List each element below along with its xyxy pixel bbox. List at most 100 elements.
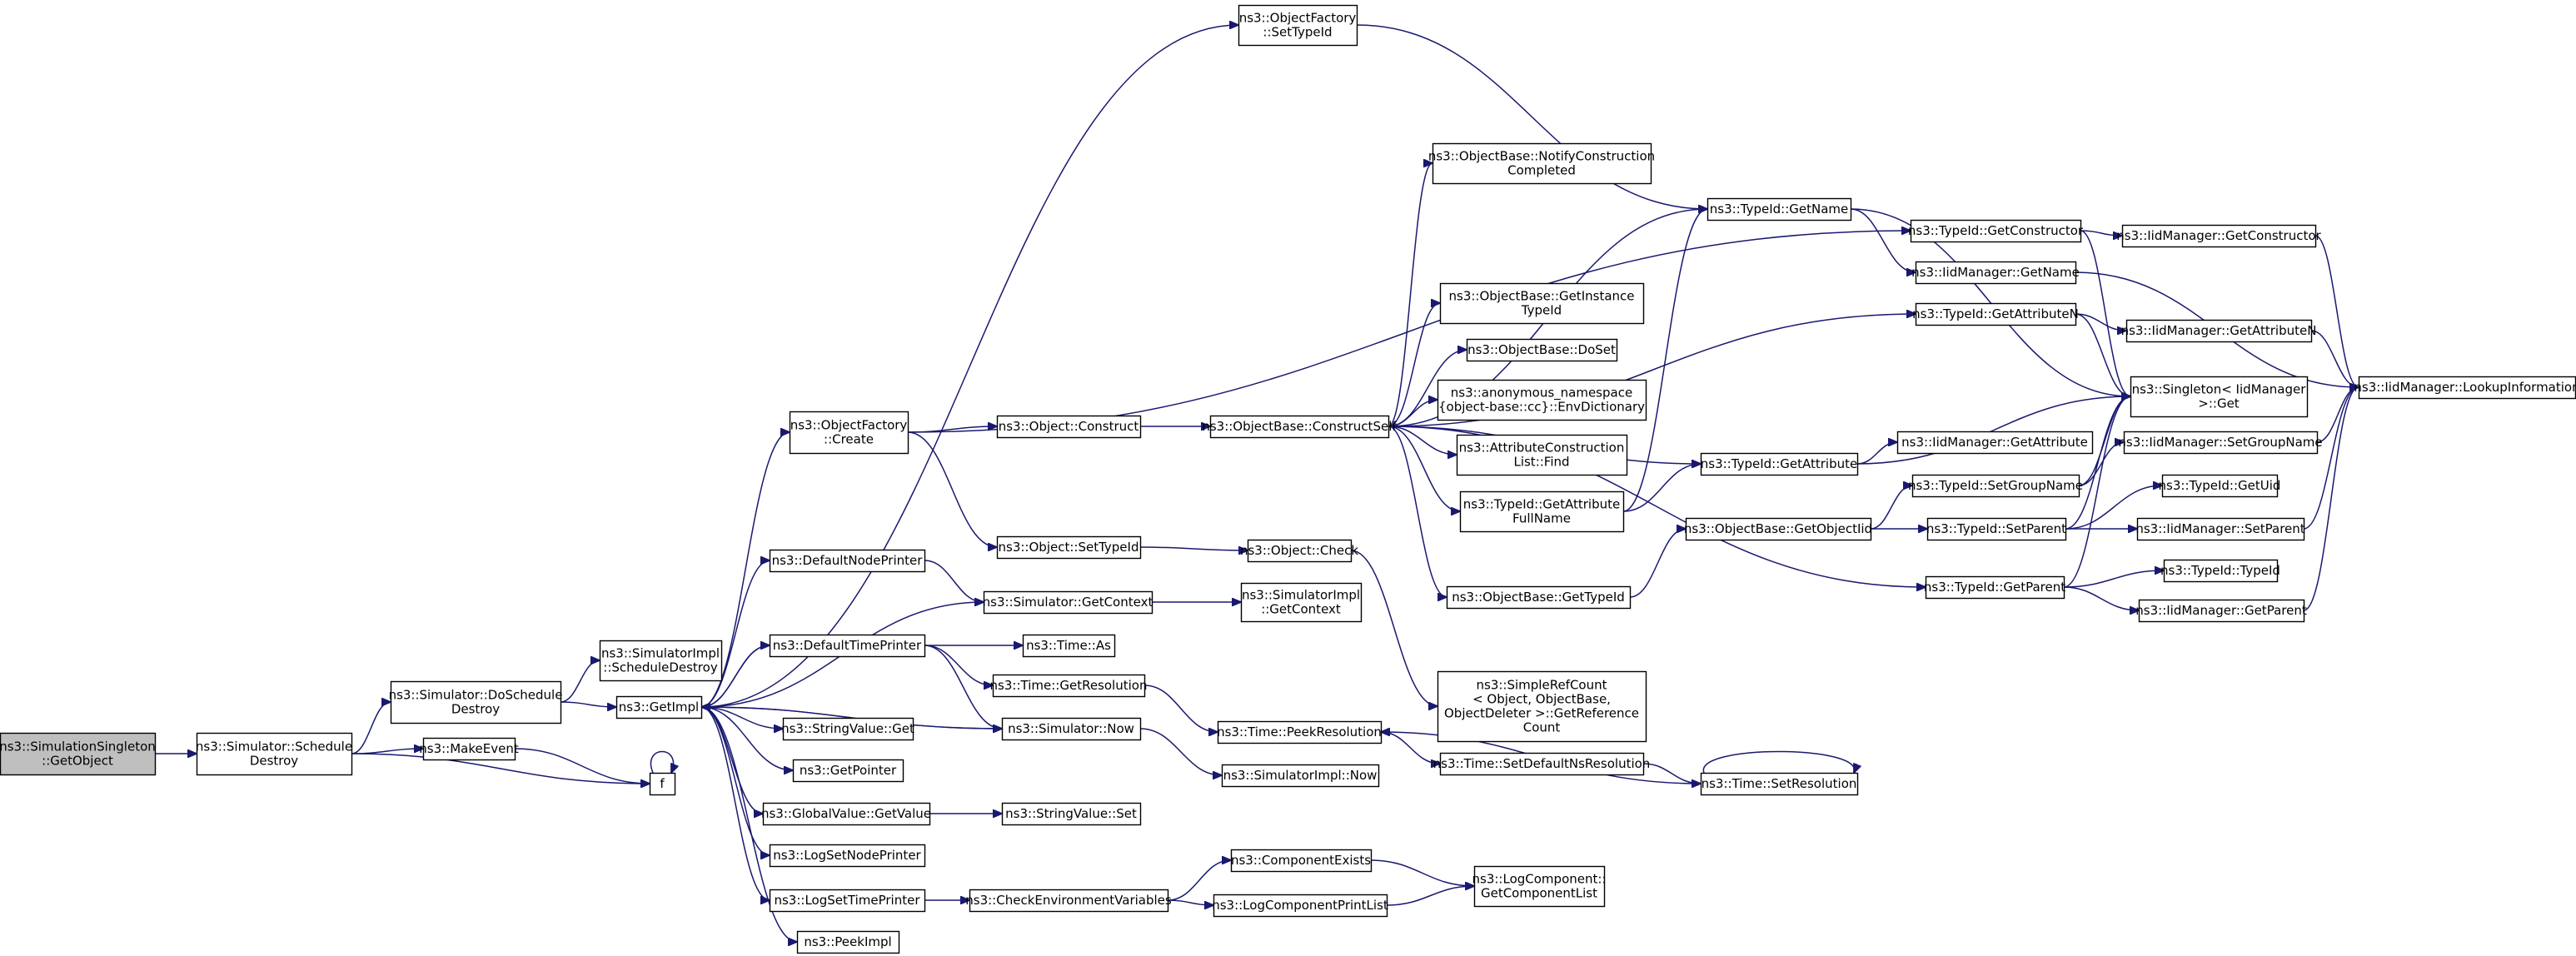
edge-line [1388, 426, 1460, 511]
call-edge [1622, 209, 1707, 512]
function-node-object-construct[interactable]: ns3::Object::Construct [996, 415, 1142, 439]
function-node-sim-scheduledestroy[interactable]: ns3::Simulator::ScheduleDestroy [196, 732, 353, 776]
function-node-objbase-getobjectiid[interactable]: ns3::ObjectBase::GetObjectIid [1684, 517, 1872, 541]
function-node-getpointer[interactable]: ns3::GetPointer [792, 759, 904, 783]
edge-line [1622, 464, 1701, 512]
function-node-iid-getattributen[interactable]: ns3::IidManager::GetAttributeN [2121, 319, 2317, 343]
function-node-makeevent[interactable]: ns3::MakeEvent [419, 737, 519, 761]
function-node-iid-getconstructor[interactable]: ns3::IidManager::GetConstructor [2116, 224, 2322, 248]
node-label: ns3::ObjectBase::DoSet [1467, 342, 1616, 357]
call-edge [1388, 426, 1457, 455]
node-label: ::GetContext [1261, 601, 1341, 616]
function-node-iid-getname[interactable]: ns3::IidManager::GetName [1911, 261, 2080, 285]
function-node-objbase-constructself[interactable]: ns3::ObjectBase::ConstructSelf [1202, 415, 1397, 439]
function-node-notifyconstruction[interactable]: ns3::ObjectBase::NotifyConstructionCompl… [1428, 142, 1655, 185]
node-label: ns3::SimulatorImpl::Now [1223, 768, 1378, 783]
node-label: ns3::Object::Construct [999, 419, 1139, 434]
function-node-defaulttimeprinter[interactable]: ns3::DefaultTimePrinter [769, 634, 926, 658]
node-label: ns3::IidManager::GetName [1911, 265, 2080, 280]
function-node-typeid-getuid[interactable]: ns3::TypeId::GetUid [2159, 474, 2281, 498]
function-node-typeid-getattributen[interactable]: ns3::TypeId::GetAttributeN [1912, 302, 2079, 326]
function-node-object-settypeid[interactable]: ns3::Object::SetTypeId [996, 535, 1142, 560]
edge-line [351, 753, 650, 784]
function-node-typeid-typeid[interactable]: ns3::TypeId::TypeId [2160, 559, 2280, 583]
function-node-objbase-doset[interactable]: ns3::ObjectBase::DoSet [1466, 338, 1618, 362]
call-edge [2063, 396, 2130, 588]
function-node-getimpl[interactable]: ns3::GetImpl [615, 695, 703, 719]
function-node-typeid-getattribute[interactable]: ns3::TypeId::GetAttribute [1701, 452, 1859, 476]
function-node-typeid-getconstructor[interactable]: ns3::TypeId::GetConstructor [1908, 219, 2084, 243]
node-label: TypeId [1521, 302, 1562, 317]
function-node-sim-now[interactable]: ns3::Simulator::Now [1001, 717, 1142, 741]
function-node-time-as[interactable]: ns3::Time::As [1022, 634, 1116, 658]
node-box [769, 889, 926, 913]
function-node-f[interactable]: f [649, 772, 676, 796]
function-node-simimpl-now[interactable]: ns3::SimulatorImpl::Now [1221, 764, 1380, 788]
node-box [969, 889, 1169, 913]
function-node-time-setresolution[interactable]: ns3::Time::SetResolution [1700, 772, 1859, 796]
function-node-objectfactory-settypeid[interactable]: ns3::ObjectFactory::SetTypeId [1238, 4, 1358, 47]
function-node-iid-getattribute[interactable]: ns3::IidManager::GetAttribute [1896, 431, 2094, 455]
function-node-singleton-get[interactable]: ns3::Singleton< IidManager >::Get [2130, 376, 2309, 418]
function-node-typeid-getparent[interactable]: ns3::TypeId::GetParent [1924, 575, 2065, 600]
function-node-time-getresolution[interactable]: ns3::Time::GetResolution [990, 674, 1148, 698]
node-label: ObjectDeleter >::GetReference [1444, 705, 1639, 720]
function-node-stringvalue-get[interactable]: ns3::StringValue::Get [781, 717, 914, 741]
edge-line [1388, 303, 1440, 427]
function-node-iid-lookupinfo[interactable]: ns3::IidManager::LookupInformation [2354, 376, 2576, 400]
function-node-envdictionary[interactable]: ns3::anonymous_namespace{object-base::cc… [1437, 379, 1647, 421]
edge-line [1167, 899, 1213, 905]
function-node-sim-getcontext[interactable]: ns3::Simulator::GetContext [983, 590, 1153, 615]
function-node-globalvalue-getvalue[interactable]: ns3::GlobalValue::GetValue [761, 802, 931, 826]
call-edge [1370, 859, 1474, 886]
edge-line [2303, 387, 2359, 530]
function-node-objbase-gettypeid[interactable]: ns3::ObjectBase::GetTypeId [1446, 585, 1632, 610]
edge-line [2065, 485, 2162, 530]
edge-line [701, 645, 770, 707]
node-box [1437, 379, 1647, 421]
call-edge [1386, 886, 1474, 906]
function-node-iid-getparent[interactable]: ns3::IidManager::GetParent [2135, 599, 2307, 623]
edge-line [1167, 860, 1231, 901]
function-node-iid-setgroupname[interactable]: ns3::IidManager::SetGroupName [2118, 431, 2323, 455]
function-node-peekimpl[interactable]: ns3::PeekImpl [796, 930, 900, 954]
edge-line [1388, 163, 1432, 427]
function-node-typeid-getname[interactable]: ns3::TypeId::GetName [1707, 197, 1852, 222]
function-node-simplerefcount[interactable]: ns3::SimpleRefCount< Object, ObjectBase,… [1437, 670, 1647, 743]
node-box [1001, 717, 1142, 741]
node-box [2163, 559, 2279, 583]
function-node-objectfactory-create[interactable]: ns3::ObjectFactory::Create [789, 411, 909, 455]
edge-line [1370, 859, 1474, 886]
function-node-logtimeprinter[interactable]: ns3::LogSetTimePrinter [769, 889, 926, 913]
edge-line [1388, 426, 1457, 455]
function-node-iid-setparent[interactable]: ns3::IidManager::SetParent [2135, 517, 2305, 541]
node-label: ns3::SimpleRefCount [1477, 677, 1607, 692]
function-node-componentexists[interactable]: ns3::ComponentExists [1230, 849, 1373, 873]
function-node-lognodeprinter[interactable]: ns3::LogSetNodePrinter [769, 844, 926, 868]
function-node-typeid-setparent[interactable]: ns3::TypeId::SetParent [1926, 517, 2067, 541]
function-node-logcomponentprintlist[interactable]: ns3::LogComponentPrintList [1212, 894, 1388, 918]
node-label: ns3::GetImpl [619, 700, 699, 715]
node-label: ns3::TypeId::GetName [1710, 202, 1848, 217]
node-label: ::GetObject [42, 753, 113, 768]
function-node-logcomponent-getlist[interactable]: ns3::LogComponent::GetComponentList [1472, 865, 1607, 908]
function-node-defaultnodeprinter[interactable]: ns3::DefaultNodePrinter [769, 549, 926, 573]
function-node-typeid-setgroupname[interactable]: ns3::TypeId::SetGroupName [1908, 474, 2083, 498]
edge-line [560, 701, 616, 707]
function-node-stringvalue-set[interactable]: ns3::StringValue::Set [1001, 802, 1142, 826]
function-node-object-check[interactable]: ns3::Object::Check [1240, 539, 1358, 563]
node-box [2136, 517, 2305, 541]
function-node-time-peekresolution[interactable]: ns3::Time::PeekResolution [1217, 720, 1383, 744]
edge-line [924, 645, 1002, 729]
function-node-simimpl-scheduledestroy[interactable]: ns3::SimulatorImpl::ScheduleDestroy [599, 640, 723, 682]
function-node-checkenv[interactable]: ns3::CheckEnvironmentVariables [965, 889, 1172, 913]
edge-line [2063, 570, 2164, 588]
function-node-simimpl-getcontext[interactable]: ns3::SimulatorImpl::GetContext [1240, 582, 1363, 623]
function-node-time-setdefaultns[interactable]: ns3::Time::SetDefaultNsResolution [1433, 752, 1651, 776]
edge-line [907, 431, 997, 547]
function-node-singleton-getobject[interactable]: ns3::SimulationSingleton::GetObject [0, 732, 157, 776]
